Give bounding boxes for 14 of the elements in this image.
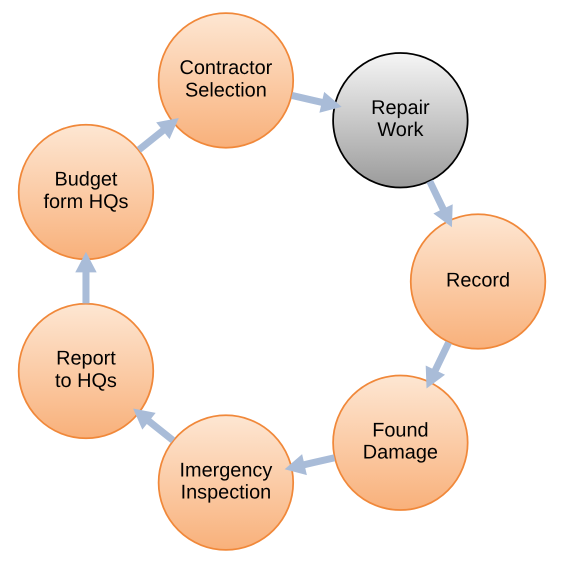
arrow bbox=[425, 340, 452, 389]
node-circle: Report to HQs bbox=[17, 302, 154, 440]
arrow bbox=[136, 118, 178, 153]
node-circle: Repair Work bbox=[332, 52, 468, 188]
arrow bbox=[132, 408, 175, 444]
node-circle: Budget form HQs bbox=[17, 124, 154, 260]
node-circle: Contractor Selection bbox=[157, 12, 294, 149]
node-circle: Imergency Inspection bbox=[157, 414, 294, 551]
node-circle: Record bbox=[409, 213, 546, 350]
arrow bbox=[426, 180, 452, 228]
arrow bbox=[284, 454, 335, 476]
arrow bbox=[290, 92, 342, 113]
node-circle: Found Damage bbox=[332, 374, 468, 511]
arrow bbox=[74, 252, 96, 304]
